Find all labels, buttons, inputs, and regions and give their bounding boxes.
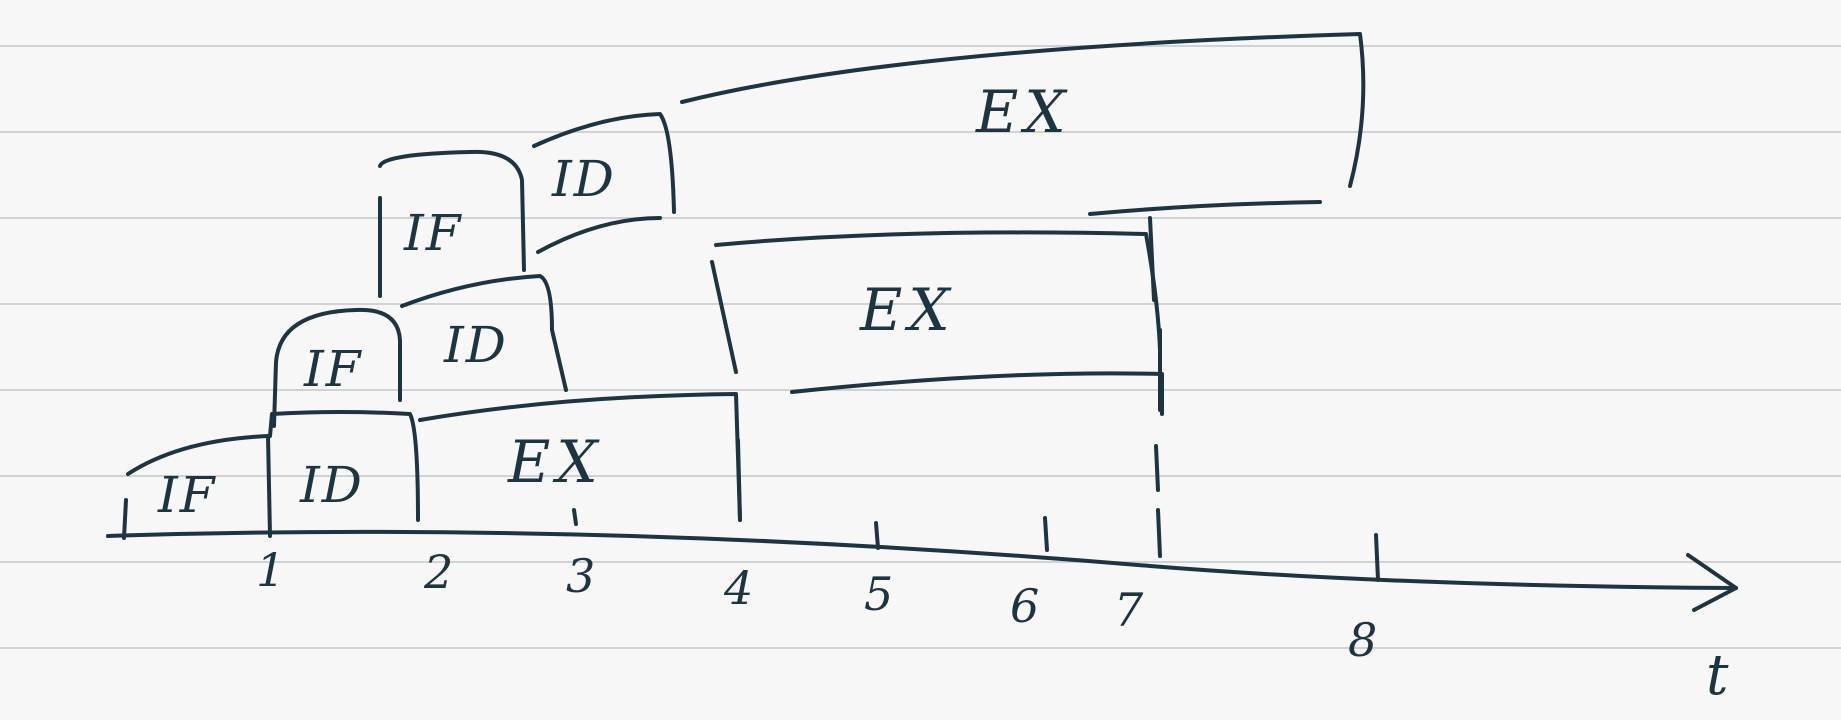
ruled-lines <box>0 45 1841 649</box>
stage-label-r1-ex: EX <box>507 428 604 496</box>
ex-box <box>680 32 1366 216</box>
tick-label-5: 5 <box>864 567 893 621</box>
tick-label-7: 7 <box>1114 583 1144 637</box>
id-box <box>532 112 676 254</box>
stage-label-r2-ex: EX <box>859 276 956 344</box>
stage-label-r3-id: ID <box>551 150 616 208</box>
axis-tick-mark <box>1043 516 1049 552</box>
axis-line <box>106 529 1738 590</box>
tick-label-8: 8 <box>1348 613 1377 667</box>
axis-tick-mark <box>874 521 880 550</box>
id-box <box>400 274 568 392</box>
stage-label-r3-if: IF <box>403 204 463 262</box>
instruction-row-3 <box>378 32 1366 298</box>
if-box <box>378 149 526 298</box>
axis-tick-mark <box>1374 533 1380 582</box>
if-box <box>272 307 402 428</box>
axis-label-t: t <box>1706 643 1729 708</box>
stage-labels: IF ID EX IF ID EX IF ID EX <box>157 78 1072 524</box>
tick-labels: 1 2 3 4 5 6 7 8 t <box>256 543 1729 708</box>
tick-label-1: 1 <box>256 543 285 597</box>
id-box <box>268 410 420 522</box>
ex-box <box>714 230 1164 416</box>
stage-label-r2-if: IF <box>303 340 363 398</box>
stage-label-r1-if: IF <box>157 466 217 524</box>
stage-label-r2-id: ID <box>443 316 508 374</box>
instruction-row-1 <box>122 392 742 540</box>
axis-arrowhead <box>1686 553 1738 612</box>
tick-label-3: 3 <box>566 549 595 603</box>
tick-label-4: 4 <box>723 561 753 615</box>
ex-box <box>418 392 742 522</box>
stage-label-r1-id: ID <box>299 456 364 514</box>
instruction-row-2 <box>272 230 1164 428</box>
tick-label-6: 6 <box>1010 579 1039 633</box>
time-axis <box>106 516 1738 612</box>
stage-label-r3-ex: EX <box>975 78 1072 146</box>
if-box <box>122 434 272 540</box>
tick-label-2: 2 <box>423 545 453 599</box>
stage-boundaries <box>572 216 1162 558</box>
